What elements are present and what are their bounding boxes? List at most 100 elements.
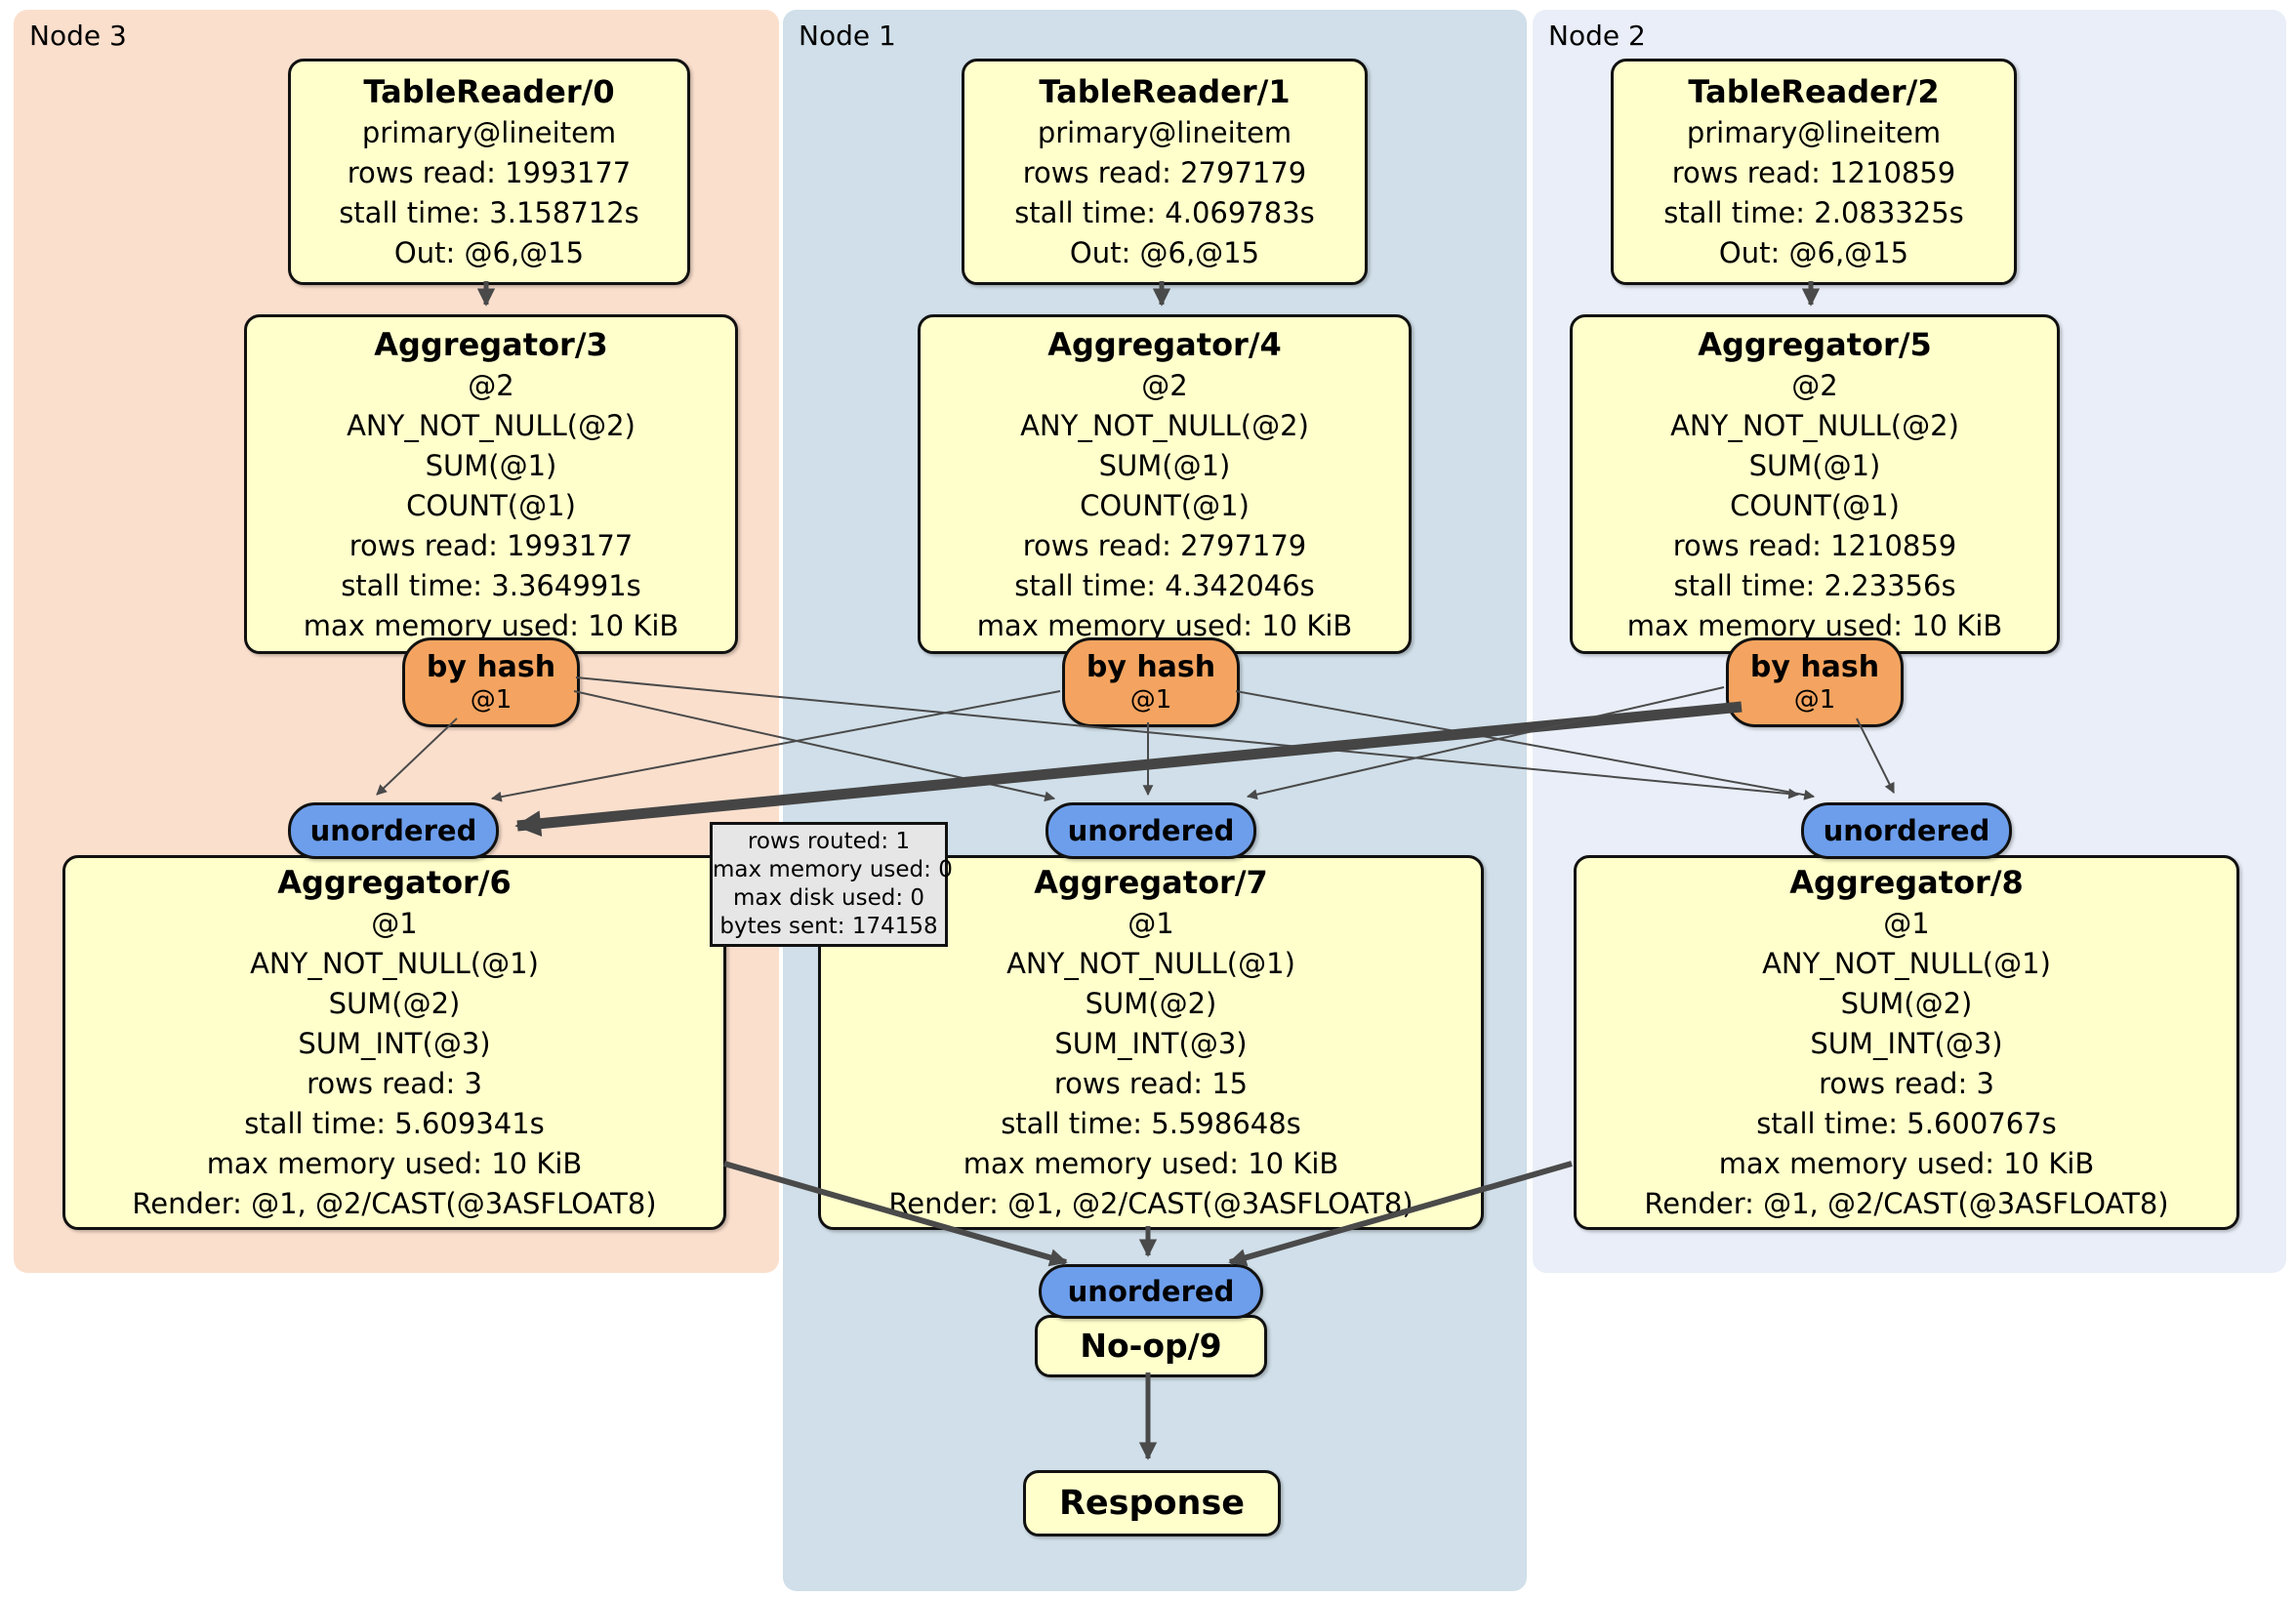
- router-key: @1: [1793, 685, 1836, 715]
- node-title: TableReader/0: [363, 73, 615, 110]
- node-line: COUNT(@1): [406, 488, 576, 522]
- node-title: Response: [1058, 1484, 1246, 1523]
- node-line: SUM(@1): [425, 448, 557, 482]
- node-title: Aggregator/6: [277, 864, 512, 901]
- node-title: Aggregator/8: [1789, 864, 2024, 901]
- node-line: ANY_NOT_NULL(@1): [1762, 947, 2051, 980]
- sync-label: unordered: [309, 814, 477, 847]
- node-line: max memory used: 10 KiB: [976, 608, 1353, 642]
- node-aggregator-6[interactable]: Aggregator/6 @1 ANY_NOT_NULL(@1) SUM(@2)…: [62, 855, 726, 1230]
- node-line: SUM_INT(@3): [298, 1027, 491, 1060]
- router-by-hash-node2[interactable]: by hash @1: [1726, 637, 1904, 727]
- node-line: rows read: 2797179: [1022, 528, 1307, 562]
- node-line: @2: [1141, 368, 1188, 402]
- node-line: SUM(@2): [328, 987, 461, 1020]
- node-line: rows read: 3: [307, 1067, 482, 1100]
- sync-unordered-node1[interactable]: unordered: [1046, 802, 1256, 859]
- node-no-op-9[interactable]: No-op/9: [1035, 1315, 1267, 1377]
- node-line: Out: @6,@15: [1718, 236, 1909, 269]
- panel-node-2-label: Node 2: [1548, 20, 1646, 52]
- node-line: rows read: 2797179: [1022, 156, 1307, 189]
- sync-label: unordered: [1823, 814, 1990, 847]
- node-line: rows read: 15: [1053, 1067, 1249, 1100]
- node-line: @1: [1128, 907, 1174, 940]
- node-line: stall time: 5.598648s: [1001, 1107, 1301, 1140]
- node-aggregator-8[interactable]: Aggregator/8 @1 ANY_NOT_NULL(@1) SUM(@2)…: [1574, 855, 2239, 1230]
- node-aggregator-5[interactable]: Aggregator/5 @2 ANY_NOT_NULL(@2) SUM(@1)…: [1570, 314, 2060, 654]
- node-title: Aggregator/3: [374, 325, 608, 363]
- node-title: Aggregator/4: [1047, 325, 1282, 363]
- node-line: stall time: 4.069783s: [1014, 196, 1315, 229]
- tooltip-line: max memory used: 0: [713, 857, 953, 882]
- node-line: rows read: 1210859: [1672, 528, 1957, 562]
- router-label: by hash: [1086, 650, 1216, 684]
- node-line: COUNT(@1): [1080, 488, 1250, 522]
- sync-label: unordered: [1067, 1275, 1235, 1308]
- node-line: SUM(@2): [1840, 987, 1973, 1020]
- node-tablereader-1[interactable]: TableReader/1 primary@lineitem rows read…: [962, 59, 1368, 285]
- node-line: stall time: 5.600767s: [1756, 1107, 2057, 1140]
- node-line: max memory used: 10 KiB: [206, 1147, 583, 1180]
- node-line: rows read: 1210859: [1671, 156, 1956, 189]
- node-line: stall time: 2.083325s: [1663, 196, 1964, 229]
- node-line: stall time: 4.342046s: [1014, 568, 1315, 602]
- node-line: ANY_NOT_NULL(@2): [1670, 408, 1959, 442]
- router-key: @1: [470, 685, 512, 715]
- tooltip-line: rows routed: 1: [747, 829, 911, 854]
- panel-node-1-label: Node 1: [799, 20, 896, 52]
- tooltip-line: max disk used: 0: [732, 885, 925, 911]
- node-line: Render: @1, @2/CAST(@3ASFLOAT8): [1644, 1187, 2169, 1220]
- panel-node-3-label: Node 3: [29, 20, 127, 52]
- sync-unordered-final[interactable]: unordered: [1039, 1264, 1263, 1319]
- node-line: rows read: 1993177: [348, 528, 634, 562]
- router-key: @1: [1129, 685, 1172, 715]
- sync-label: unordered: [1067, 814, 1235, 847]
- node-line: SUM(@1): [1098, 448, 1231, 482]
- router-by-hash-node1[interactable]: by hash @1: [1062, 637, 1240, 727]
- node-line: Out: @6,@15: [1069, 236, 1260, 269]
- node-line: max memory used: 10 KiB: [303, 608, 679, 642]
- node-line: stall time: 2.23356s: [1673, 568, 1956, 602]
- node-line: stall time: 3.158712s: [339, 196, 639, 229]
- node-aggregator-3[interactable]: Aggregator/3 @2 ANY_NOT_NULL(@2) SUM(@1)…: [244, 314, 738, 654]
- node-line: SUM_INT(@3): [1054, 1027, 1248, 1060]
- node-line: SUM_INT(@3): [1810, 1027, 2003, 1060]
- node-line: ANY_NOT_NULL(@1): [250, 947, 539, 980]
- node-response[interactable]: Response: [1023, 1470, 1281, 1536]
- node-line: ANY_NOT_NULL(@1): [1006, 947, 1295, 980]
- node-title: Aggregator/5: [1698, 325, 1932, 363]
- node-line: stall time: 3.364991s: [341, 568, 641, 602]
- node-line: stall time: 5.609341s: [244, 1107, 545, 1140]
- node-title: Aggregator/7: [1034, 864, 1268, 901]
- node-aggregator-4[interactable]: Aggregator/4 @2 ANY_NOT_NULL(@2) SUM(@1)…: [918, 314, 1412, 654]
- node-title: TableReader/1: [1039, 73, 1291, 110]
- node-line: Render: @1, @2/CAST(@3ASFLOAT8): [888, 1187, 1414, 1220]
- router-by-hash-node3[interactable]: by hash @1: [402, 637, 580, 727]
- node-tablereader-2[interactable]: TableReader/2 primary@lineitem rows read…: [1611, 59, 2017, 285]
- node-line: rows read: 1993177: [347, 156, 632, 189]
- node-title: No-op/9: [1080, 1327, 1222, 1365]
- sync-unordered-node3[interactable]: unordered: [288, 802, 499, 859]
- node-line: primary@lineitem: [1037, 116, 1292, 149]
- node-line: max memory used: 10 KiB: [1718, 1147, 2095, 1180]
- node-line: Out: @6,@15: [393, 236, 585, 269]
- node-tablereader-0[interactable]: TableReader/0 primary@lineitem rows read…: [288, 59, 690, 285]
- sync-unordered-node2[interactable]: unordered: [1801, 802, 2012, 859]
- node-line: ANY_NOT_NULL(@2): [1020, 408, 1309, 442]
- router-label: by hash: [426, 650, 556, 684]
- node-line: @2: [1791, 368, 1838, 402]
- tooltip-line: bytes sent: 174158: [719, 914, 938, 939]
- node-title: TableReader/2: [1688, 73, 1940, 110]
- node-line: COUNT(@1): [1730, 488, 1900, 522]
- node-line: max memory used: 10 KiB: [963, 1147, 1339, 1180]
- node-line: SUM(@2): [1085, 987, 1217, 1020]
- node-line: rows read: 3: [1819, 1067, 1994, 1100]
- node-line: @1: [371, 907, 418, 940]
- node-line: max memory used: 10 KiB: [1626, 608, 2003, 642]
- node-line: @2: [468, 368, 514, 402]
- stream-stats-tooltip: rows routed: 1 max memory used: 0 max di…: [710, 822, 953, 947]
- node-line: primary@lineitem: [361, 116, 617, 149]
- router-label: by hash: [1749, 650, 1880, 684]
- node-line: ANY_NOT_NULL(@2): [347, 408, 636, 442]
